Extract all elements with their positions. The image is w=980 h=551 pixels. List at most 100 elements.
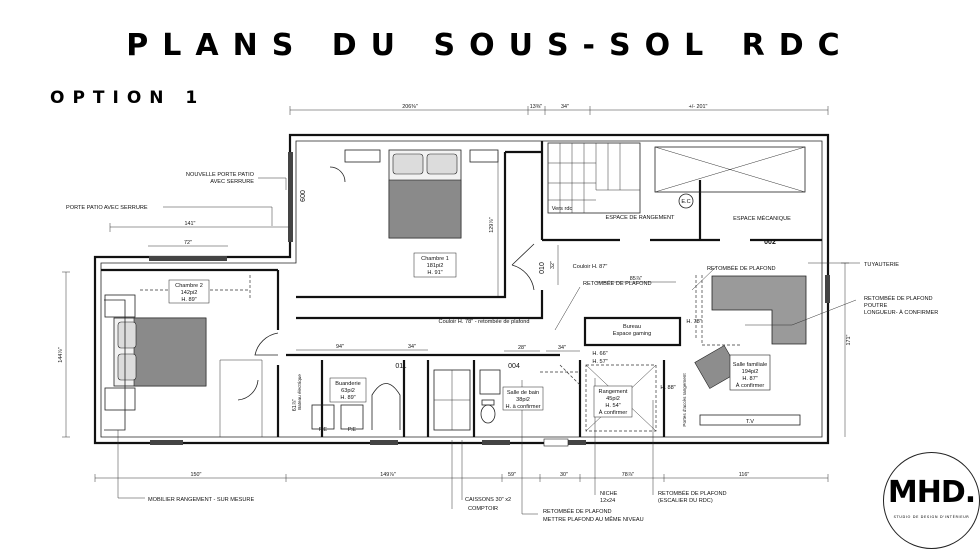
windows — [149, 152, 830, 447]
leader-lines — [117, 177, 860, 515]
doors — [237, 166, 535, 401]
room-label-chambre-1: Chambre 1 181pi2 H. 91" — [413, 252, 457, 278]
buanderie-area: 63pi2 — [341, 388, 355, 394]
chambre2-name: Chambre 2 — [175, 283, 203, 289]
dim-34-top: 34" — [561, 104, 569, 110]
dim-b150: 150" — [191, 472, 202, 478]
misc-labels: ESPACE DE RANGEMENT ESPACE MÉCANIQUE Cou… — [297, 190, 791, 433]
chambre1-height: H. 91" — [427, 270, 442, 276]
logo-text: MHD. — [887, 475, 976, 510]
label-bateau: Bateau électrique — [297, 374, 302, 410]
callout-tuyauterie: TUYAUTERIE — [864, 262, 899, 268]
famille-note: À confirmer — [736, 382, 765, 389]
callout-escalier-2: (ESCALIER DU RDC) — [658, 498, 713, 504]
famille-height: H. 87" — [742, 376, 757, 382]
label-h88: H. 88" — [660, 385, 675, 391]
laundry-units — [311, 369, 471, 431]
sdb-name: Salle de bain — [507, 390, 539, 396]
sofa — [694, 275, 807, 426]
label-door-010: 010 — [539, 262, 546, 274]
label-h66: H. 66" — [592, 351, 607, 357]
label-pe-1: P.E — [319, 427, 328, 433]
logo-tagline: STUDIO DE DESIGN D'INTÉRIEUR — [893, 515, 970, 519]
label-ec: E.C — [681, 199, 690, 205]
dim-32: 32" — [550, 261, 556, 269]
page-title: PLANS DU SOUS-SOL RDC — [126, 28, 854, 63]
callout-niche-2: 12x24 — [600, 498, 615, 504]
label-espace-rangement: ESPACE DE RANGEMENT — [606, 215, 675, 221]
dim-61: 61⅞" — [292, 399, 298, 411]
callout-poutre-1: RETOMBÉE DE PLAFOND — [864, 295, 933, 302]
brand-logo: MHD. STUDIO DE DESIGN D'INTÉRIEUR — [883, 452, 980, 549]
page-subtitle: OPTION 1 — [50, 88, 206, 108]
dim-b30: 30" — [560, 472, 568, 478]
bureau-name: Bureau — [623, 324, 641, 330]
dim-34-b: 34" — [408, 344, 416, 350]
dim-28: 28" — [518, 345, 526, 351]
rangement-height: H. 54" — [605, 403, 620, 409]
buanderie-height: H. 89" — [340, 395, 355, 401]
bathroom-fixtures — [479, 369, 501, 424]
label-vers-rdc: Vers rdc — [552, 206, 573, 212]
callout-niche-1: NICHE — [600, 491, 618, 497]
label-couloir-78: Couloir H. 78" - retombée de plafond — [439, 319, 530, 325]
chambre2-area: 142pi2 — [181, 290, 198, 296]
dim-13: 13⅜" — [530, 104, 542, 110]
callout-niveau-2: METTRE PLAFOND AU MÊME NIVEAU — [543, 515, 644, 523]
dim-129: 129⅞" — [489, 217, 495, 232]
label-espace-mecanique: ESPACE MÉCANIQUE — [733, 215, 791, 222]
callout-nouvelle-porte-2: AVEC SERRURE — [210, 179, 254, 185]
rangement-name: Rangement — [599, 389, 628, 395]
label-door-009: 009 — [298, 190, 305, 202]
dim-141: 141" — [185, 221, 196, 227]
dim-206: 206⅜" — [402, 104, 417, 110]
callout-retombee-2: RETOMBÉE DE PLAFOND — [707, 265, 776, 272]
room-label-rangement: Rangement 45pi2 H. 54" À confirmer — [593, 385, 633, 418]
sdb-height: H. à confirmer — [505, 404, 540, 410]
callout-nouvelle-porte-1: NOUVELLE PORTE PATIO — [186, 172, 255, 178]
room-label-buanderie: Buanderie 63pi2 H. 89" — [329, 377, 367, 403]
dim-b59: 59" — [508, 472, 516, 478]
dimension-lines — [62, 106, 849, 482]
callout-poutre-3: LONGUEUR- À CONFIRMER — [864, 309, 938, 316]
label-door-002: 002 — [764, 239, 776, 246]
interior-walls — [101, 141, 822, 437]
callout-escalier-1: RETOMBÉE DE PLAFOND — [658, 490, 727, 497]
dim-94: 94" — [336, 344, 344, 350]
bed-chambre-2 — [104, 294, 207, 411]
dim-171: 171" — [846, 334, 852, 345]
dim-72: 72" — [184, 240, 192, 246]
label-portes-acces: Portes d'accès rangement — [682, 373, 687, 427]
dim-85: 85⅞" — [630, 276, 642, 282]
callout-retombee-1: RETOMBÉE DE PLAFOND — [583, 280, 652, 287]
dim-b116: 116" — [739, 472, 750, 478]
callout-mobilier: MOBILIER RANGEMENT - SUR MESURE — [148, 497, 254, 503]
callout-niveau-1: RETOMBÉE DE PLAFOND — [543, 508, 612, 515]
callout-caissons: CAISSONS 30" x2 — [465, 497, 511, 503]
label-door-004: 004 — [508, 363, 520, 370]
callout-porte-patio: PORTE PATIO AVEC SERRURE — [66, 205, 148, 211]
bureau-sub: Espace gaming — [613, 331, 652, 337]
dim-201: +/- 201" — [689, 104, 708, 110]
famille-name: Salle familiale — [733, 362, 768, 368]
label-door-011: 011 — [395, 363, 406, 370]
dimension-labels: 206⅜" 13⅜" 34" +/- 201" 141" 72" 129⅞" 3… — [58, 104, 852, 478]
staircase — [547, 142, 641, 214]
rangement-note: À confirmer — [599, 409, 628, 416]
room-label-chambre-2: Chambre 2 142pi2 H. 89" — [168, 279, 210, 304]
label-pe-2: P.E — [348, 427, 357, 433]
chambre1-name: Chambre 1 — [421, 256, 449, 262]
dim-144: 144⅞" — [58, 347, 64, 362]
rangement-area: 45pi2 — [606, 396, 620, 402]
label-h78: H. 78" — [686, 319, 701, 325]
dim-34-c: 34" — [558, 345, 566, 351]
dim-b78: 78⅞" — [622, 472, 634, 478]
label-couloir-87: Couloir H. 87" — [573, 264, 608, 270]
room-label-salle-familiale: Salle familiale 194pi2 H. 87" À confirme… — [733, 362, 768, 389]
chambre1-area: 181pi2 — [427, 263, 444, 269]
exterior-walls — [93, 133, 830, 445]
label-tv: T.V — [746, 419, 754, 425]
callouts: NOUVELLE PORTE PATIO AVEC SERRURE PORTE … — [66, 172, 938, 523]
famille-area: 194pi2 — [742, 369, 759, 375]
